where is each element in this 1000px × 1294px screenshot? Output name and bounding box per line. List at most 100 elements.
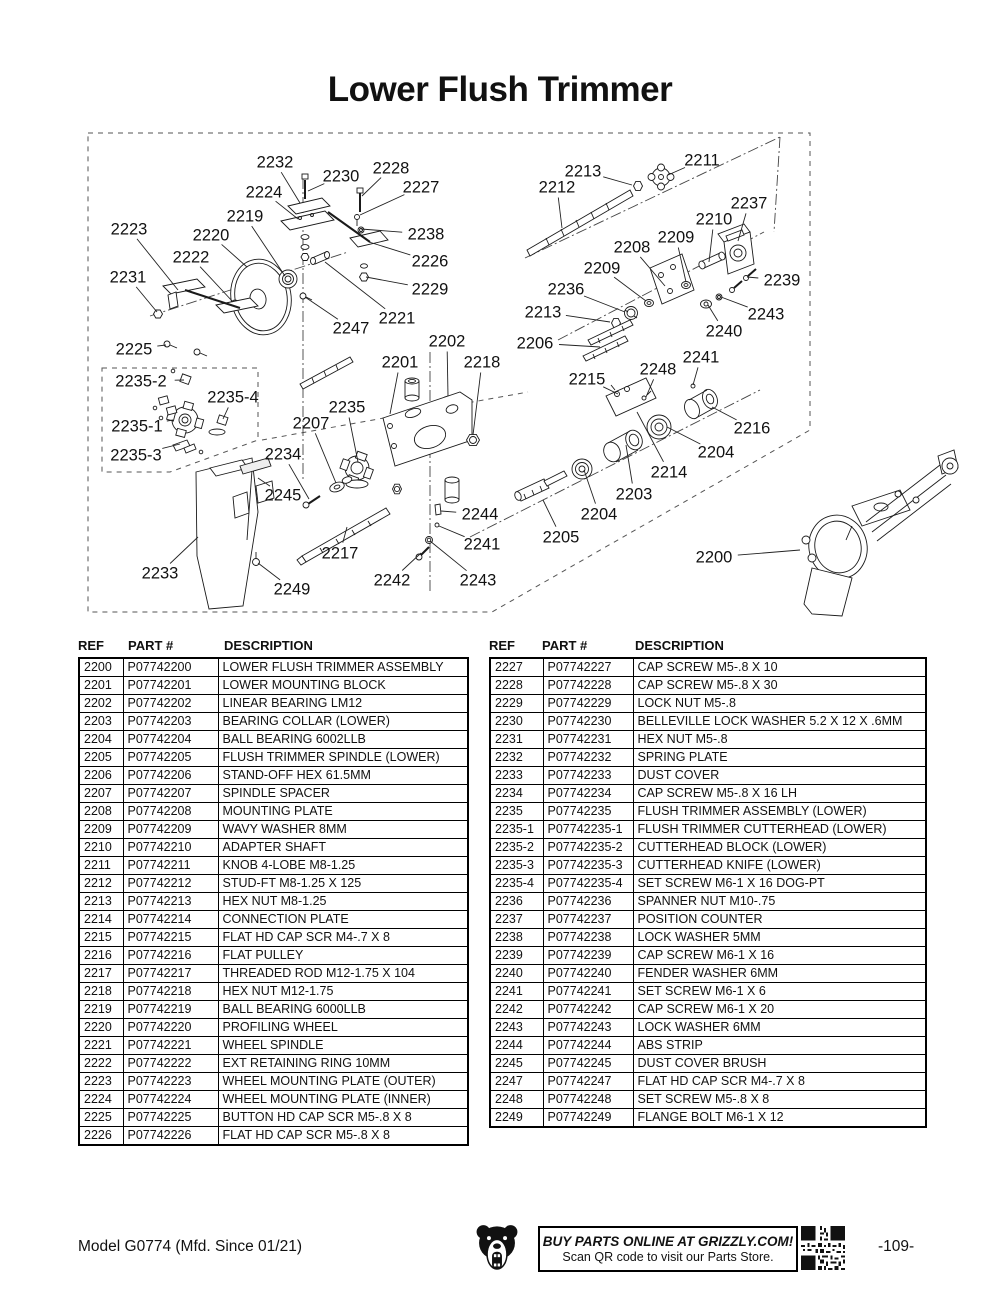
callout-leader-line: [401, 552, 422, 571]
ref-cell: 2235: [489, 802, 544, 821]
ref-cell: 2232: [489, 748, 544, 767]
callout-label: 2244: [462, 506, 499, 524]
callout-label: 2226: [412, 253, 449, 271]
ref-cell: 2215: [78, 928, 124, 947]
callout-leader-line: [558, 344, 601, 348]
callout-label: 2237: [731, 195, 768, 213]
page-title: Lower Flush Trimmer: [327, 70, 673, 109]
ref-cell: 2233: [489, 766, 544, 785]
ref-cell: 2208: [78, 802, 124, 821]
callout-label: 2240: [706, 323, 743, 341]
description-cell: SPINDLE SPACER: [217, 784, 469, 803]
callout-label: 2248: [640, 361, 677, 379]
part-number-cell: P07742230: [542, 712, 634, 731]
callout-label: 2234: [265, 446, 302, 464]
description-cell: CUTTERHEAD KNIFE (LOWER): [632, 856, 927, 875]
part-number-cell: P07742207: [122, 784, 219, 803]
callout-label: 2209: [584, 260, 621, 278]
ref-cell: 2218: [78, 982, 124, 1001]
threaded-rod-drawing: [296, 356, 391, 566]
spindle-group-drawing: [514, 377, 718, 502]
part-number-cell: P07742200: [122, 657, 219, 677]
ref-cell: 2220: [78, 1018, 124, 1037]
exploded-parts-diagram: 2232223022282227222422192223222022222231…: [87, 132, 959, 617]
description-cell: SET SCREW M6-1 X 6: [632, 982, 927, 1001]
callout-label: 2236: [548, 281, 585, 299]
part-number-cell: P07742225: [122, 1108, 219, 1127]
callout-label: 2213: [525, 304, 562, 322]
callout-leader-line: [389, 372, 399, 415]
ref-cell: 2227: [489, 657, 544, 677]
description-cell: WHEEL MOUNTING PLATE (OUTER): [217, 1072, 469, 1091]
callout-label: 2211: [684, 152, 719, 170]
header-part: PART #: [542, 638, 588, 653]
callout-leader-line: [557, 197, 563, 229]
cutterhead-assembly-drawing: [302, 450, 374, 509]
callout-label: 2220: [193, 227, 230, 245]
callout-leader-line: [359, 194, 405, 216]
ref-cell: 2202: [78, 694, 124, 713]
description-cell: CAP SCREW M5-.8 X 16 LH: [632, 784, 927, 803]
part-number-cell: P07742235: [542, 802, 634, 821]
description-cell: CUTTERHEAD BLOCK (LOWER): [632, 838, 927, 857]
callout-label: 2245: [265, 487, 302, 505]
part-number-cell: P07742243: [542, 1018, 634, 1037]
callout-leader-line: [737, 213, 747, 242]
callout-leader-line: [603, 176, 633, 186]
description-cell: FLAT HD CAP SCR M4-.7 X 8: [632, 1072, 927, 1091]
callout-label: 2232: [257, 154, 294, 172]
callout-label: 2238: [408, 226, 445, 244]
ref-cell: 2241: [489, 982, 544, 1001]
ref-cell: 2235-2: [489, 838, 544, 857]
part-number-cell: P07742241: [542, 982, 634, 1001]
callout-label: 2235-1: [111, 418, 162, 436]
callout-leader-line: [166, 419, 174, 422]
part-number-cell: P07742204: [122, 730, 219, 749]
part-number-cell: P07742242: [542, 1000, 634, 1019]
callout-leader-line: [162, 443, 181, 449]
description-cell: WAVY WASHER 8MM: [217, 820, 469, 839]
description-cell: PROFILING WHEEL: [217, 1018, 469, 1037]
description-cell: CAP SCREW M5-.8 X 30: [632, 676, 927, 695]
description-cell: FLANGE BOLT M6-1 X 12: [632, 1108, 927, 1128]
callout-label: 2202: [429, 333, 466, 351]
callout-leader-line: [368, 241, 411, 256]
description-cell: BEARING COLLAR (LOWER): [217, 712, 469, 731]
description-cell: DUST COVER: [632, 766, 927, 785]
part-number-cell: P07742218: [122, 982, 219, 1001]
part-number-cell: P07742238: [542, 928, 634, 947]
description-cell: MOUNTING PLATE: [217, 802, 469, 821]
ref-cell: 2228: [489, 676, 544, 695]
part-number-cell: P07742206: [122, 766, 219, 785]
callout-label: 2224: [246, 184, 283, 202]
part-number-cell: P07742208: [122, 802, 219, 821]
ref-cell: 2200: [78, 657, 124, 677]
ref-cell: 2242: [489, 1000, 544, 1019]
description-cell: EXT RETAINING RING 10MM: [217, 1054, 469, 1073]
ref-cell: 2243: [489, 1018, 544, 1037]
description-cell: LOWER MOUNTING BLOCK: [217, 676, 469, 695]
part-number-cell: P07742227: [542, 657, 634, 677]
